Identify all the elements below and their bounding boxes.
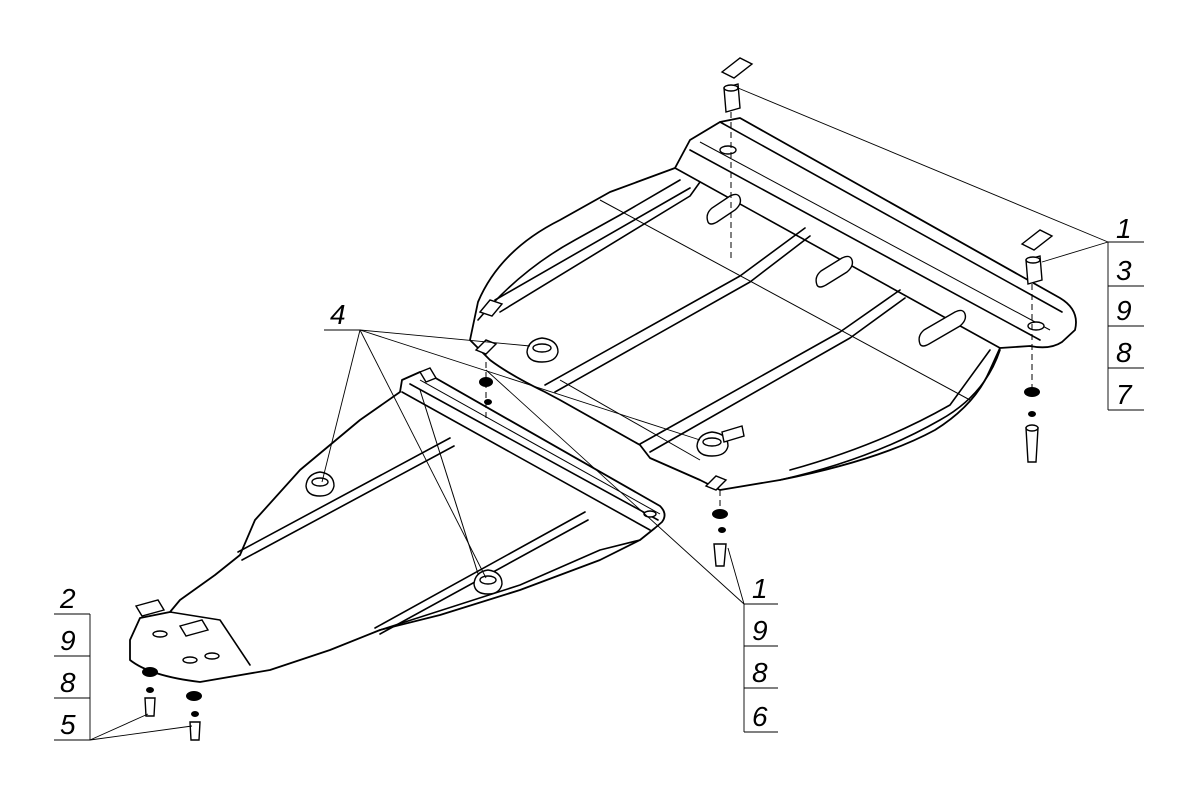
hardware-left-washers <box>479 377 493 405</box>
hardware-top-right <box>1020 229 1054 285</box>
hardware-top-left <box>720 57 754 113</box>
callout-label: 9 <box>752 615 768 646</box>
callout-label: 3 <box>1116 255 1132 286</box>
hardware-right-bolt <box>1024 387 1040 463</box>
callout-label: 4 <box>330 299 346 330</box>
callout-bottom-left: 2 9 8 5 <box>54 583 91 741</box>
callout-label: 1 <box>1116 213 1132 244</box>
callout-label: 8 <box>752 657 768 688</box>
callout-four: 4 <box>324 299 360 331</box>
callout-label: 8 <box>60 667 76 698</box>
leader-lines <box>89 87 1109 741</box>
callout-label: 5 <box>60 709 76 740</box>
callout-top-right: 1 3 9 8 7 <box>1107 213 1144 411</box>
hardware-front-bolts <box>142 667 202 741</box>
callout-label: 7 <box>1116 379 1133 410</box>
callout-label: 9 <box>60 625 76 656</box>
gearbox-guard-plate <box>129 367 666 683</box>
hardware-center-bolt <box>712 509 728 567</box>
callout-label: 2 <box>59 583 76 614</box>
callout-label: 8 <box>1116 337 1132 368</box>
engine-guard-plate <box>469 117 1077 491</box>
callout-bottom-middle: 1 9 8 6 <box>743 573 778 733</box>
callout-label: 9 <box>1116 295 1132 326</box>
callout-label: 6 <box>752 701 768 732</box>
callout-label: 1 <box>752 573 768 604</box>
